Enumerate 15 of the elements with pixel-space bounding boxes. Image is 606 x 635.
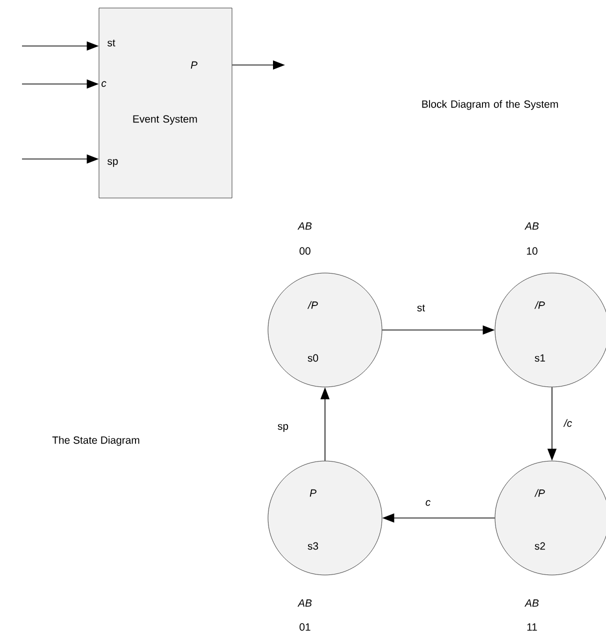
state-code: 11 xyxy=(527,623,537,631)
state-code: 10 xyxy=(526,247,538,255)
state-code: AB xyxy=(524,222,539,230)
state-code: AB xyxy=(524,599,539,607)
edge-label: c xyxy=(424,499,432,507)
state-code: AB xyxy=(298,599,312,607)
edge-label: st xyxy=(416,304,426,312)
block-box: st c sp P Event System xyxy=(98,8,232,198)
state-code: AB xyxy=(298,222,312,230)
diagram-caption: Block Diagram of the System xyxy=(422,100,558,110)
diagram-caption: The State Diagram xyxy=(52,436,140,446)
edge-label: /c xyxy=(562,418,574,428)
state-code: 01 xyxy=(300,623,310,631)
edge-label: sp xyxy=(276,423,290,433)
state-code: 00 xyxy=(300,247,310,255)
